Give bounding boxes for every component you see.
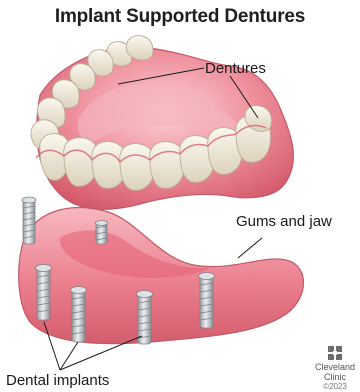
copyright-text: ©2023	[312, 382, 358, 392]
implant-4	[71, 287, 87, 343]
implant-6	[199, 273, 215, 329]
dental-implants-label: Dental implants	[6, 372, 109, 389]
dentures-label: Dentures	[205, 60, 266, 77]
cleveland-clinic-logo-mark	[328, 346, 342, 360]
implant-3	[36, 265, 52, 321]
implant-2	[96, 221, 108, 245]
implant-1	[22, 197, 36, 244]
gums-and-jaw-label: Gums and jaw	[236, 213, 332, 230]
cleveland-clinic-logo: Cleveland Clinic ©2023	[312, 362, 358, 392]
logo-name-line2: Clinic	[312, 372, 358, 382]
implant-5	[137, 291, 153, 345]
logo-name-line1: Cleveland	[312, 362, 358, 372]
